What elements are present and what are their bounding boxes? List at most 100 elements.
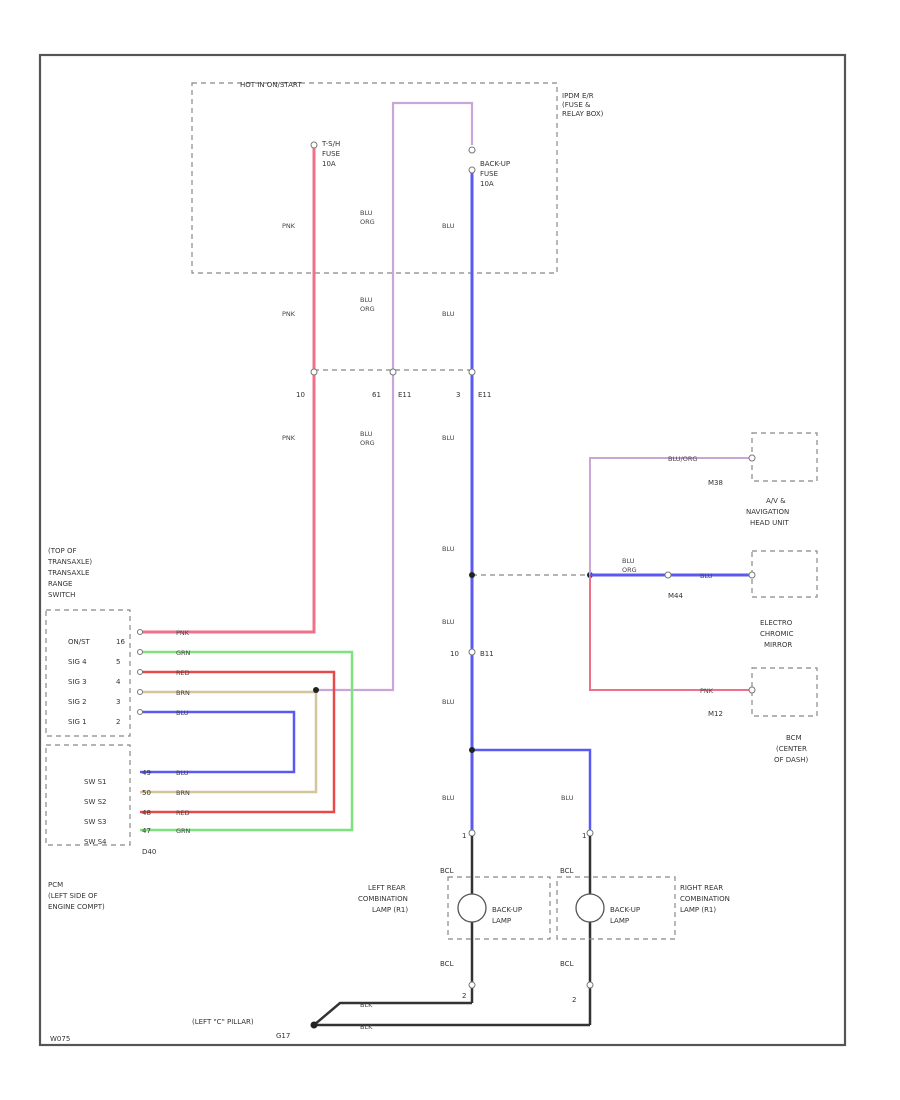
wire-label-blu-4: BLU: [442, 545, 455, 553]
bulb-right-label-1: BACK-UP: [610, 906, 640, 914]
wire-violet: [316, 101, 474, 692]
lamp-conn-left: BCL: [440, 867, 454, 875]
pcm-box: [45, 744, 131, 846]
lamp-left-top-conn: [468, 829, 476, 837]
bulb-left-label-2: LAMP: [492, 917, 511, 925]
wire-label-mirror-r: BLU: [700, 572, 713, 580]
pcm-pin-num-3: 48: [142, 809, 151, 817]
mid-conn-4: 3: [456, 391, 460, 399]
trans-pin-term-2: [137, 649, 143, 655]
wire-label-nav: BLU/ORG: [668, 455, 697, 463]
pcm-wire-label-1: BLU: [176, 769, 189, 777]
bcm-conn: M12: [708, 710, 723, 718]
pcm-conn: D40: [142, 848, 156, 856]
mid-conn-3: E11: [398, 391, 411, 399]
pcm-pin-num-2: 50: [142, 789, 151, 797]
pcm-pin-num-4: 47: [142, 827, 151, 835]
wire-label-mirror-l1: BLU: [622, 557, 635, 565]
wire-label-blu-2: BLU: [442, 310, 455, 318]
trans-pins: ON/ST SIG 4 SIG 3 SIG 2 SIG 1 16 5 4 3 2…: [68, 629, 191, 726]
bulb-left: [457, 893, 487, 923]
lamp-left-label-3: LAMP (R1): [372, 906, 408, 914]
ground-dot: [310, 1021, 318, 1029]
bcm-label-2: (CENTER: [776, 745, 807, 753]
fuse-right-label-3: 10A: [480, 180, 494, 188]
trans-wire-label-2: GRN: [176, 649, 191, 657]
trans-pin-term-1: [137, 629, 143, 635]
mirror-inline-conn: [664, 571, 672, 579]
wire-violet-nav: [589, 457, 750, 575]
wire-label-blu-5: BLU: [442, 618, 455, 626]
wire-tan: [140, 690, 318, 794]
bulb-left-label-1: BACK-UP: [492, 906, 522, 914]
bcm-label-3: OF DASH): [774, 756, 809, 764]
wire-label-vio-3b: ORG: [360, 439, 375, 447]
wire-label-blk-2: BLK: [360, 1023, 373, 1031]
wire-label-vio-3a: BLU: [360, 430, 373, 438]
trans-wire-label-1: PNK: [176, 629, 190, 637]
nav-label-2: NAVIGATION: [746, 508, 789, 516]
lamp-pin-bottom-right: 2: [572, 996, 576, 1004]
pcm-pin-1: SW S1: [84, 778, 107, 786]
wire-red: [140, 670, 336, 814]
bcm-label-1: BCM: [786, 734, 802, 742]
nav-pin: [748, 454, 756, 462]
mid-conn-1: 10: [296, 391, 305, 399]
trans-pin-num-1: 16: [116, 638, 125, 646]
trans-wire-label-3: RED: [176, 669, 190, 677]
pcm-label-1: PCM: [48, 881, 63, 889]
trans-pin-num-3: 4: [116, 678, 121, 686]
nav-head-unit-box: [751, 432, 818, 482]
trans-label-5: SWITCH: [48, 591, 75, 599]
pcm-pins: SW S1 SW S2 SW S3 SW S4 49 50 48 47 BLU …: [84, 769, 191, 846]
wire-black-ground-left: [313, 1001, 472, 1026]
trans-wire-label-5: BLU: [176, 709, 189, 717]
wire-blue-right-lamp: [472, 748, 592, 830]
lamp-right-top-conn: [586, 829, 594, 837]
pcm-label-2: (LEFT SIDE OF: [48, 892, 98, 900]
diagram-frame: [38, 53, 847, 1047]
ipdm-label-2: (FUSE &: [562, 101, 591, 109]
mid-pin-vio: [389, 368, 397, 376]
pcm-wire-label-2: BRN: [176, 789, 190, 797]
ground-label-1: (LEFT "C" PILLAR): [192, 1018, 254, 1026]
pcm-wire-label-4: GRN: [176, 827, 191, 835]
fuse-left-label-3: 10A: [322, 160, 336, 168]
nav-label-3: HEAD UNIT: [750, 519, 790, 527]
mid-conn-2: 61: [372, 391, 381, 399]
lamp-box-left: [447, 876, 551, 940]
pcm-pin-4: SW S4: [84, 838, 107, 846]
wire-label-blu-8: BLU: [561, 794, 574, 802]
lower-mid-conn: [468, 648, 476, 656]
lower-conn-2: B11: [480, 650, 494, 658]
lamp-pin-left: 1: [462, 832, 466, 840]
fuse-left-label-1: T-S/H: [321, 140, 340, 148]
lamp-right-label-3: LAMP (R1): [680, 906, 716, 914]
fuse-right-label-2: FUSE: [480, 170, 498, 178]
lamp-box-right: [556, 876, 676, 940]
lamp-gnd-conn-left: BCL: [440, 960, 454, 968]
mid-pin-blu: [468, 368, 476, 376]
trans-pin-2: SIG 4: [68, 658, 87, 666]
mirror-label-1: ELECTRO: [760, 619, 793, 627]
trans-pin-3: SIG 3: [68, 678, 87, 686]
wire-label-vio-2b: ORG: [360, 305, 375, 313]
mirror-label-3: MIRROR: [764, 641, 792, 649]
trans-pin-num-5: 2: [116, 718, 120, 726]
lamp-right-label-1: RIGHT REAR: [680, 884, 723, 892]
wire-pink: [140, 145, 316, 634]
trans-pin-term-4: [137, 689, 143, 695]
lamp-gnd-conn-right: BCL: [560, 960, 574, 968]
fuse-left-label-2: FUSE: [322, 150, 340, 158]
fuse-right-top-terminal: [468, 146, 476, 154]
wire-label-blu-7: BLU: [442, 794, 455, 802]
trans-pin-term-5: [137, 709, 143, 715]
wire-green: [140, 650, 354, 832]
wire-label-vio-2a: BLU: [360, 296, 373, 304]
bulb-right: [575, 893, 605, 923]
lamp-left-label-1: LEFT REAR: [368, 884, 406, 892]
lamp-pin-right: 1: [582, 832, 586, 840]
splice-dot-lamp: [469, 747, 475, 753]
ipdm-label-1: IPDM E/R: [562, 92, 594, 100]
wire-label-blu-3: BLU: [442, 434, 455, 442]
